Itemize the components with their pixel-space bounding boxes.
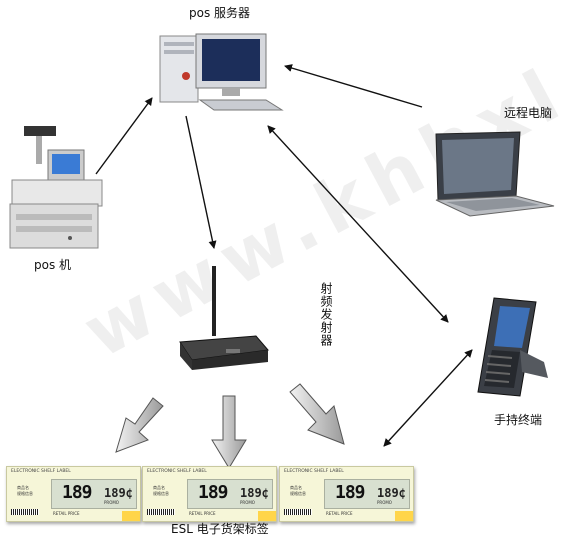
esl-product-text: 商品名规格信息	[17, 485, 33, 496]
esl-price: 189	[335, 482, 365, 503]
broadcast-arrow-left	[115, 397, 164, 453]
esl-price-alt: 189¢	[104, 486, 133, 500]
broadcast-arrow-middle	[211, 395, 247, 469]
barcode-icon	[284, 509, 312, 515]
barcode-icon	[147, 509, 175, 515]
esl-strip	[122, 511, 140, 521]
esl-promo: PROMO	[104, 500, 119, 505]
broadcast-arrow-right	[289, 383, 345, 445]
esl-promo: PROMO	[240, 500, 255, 505]
esl-tag: ELECTRONIC SHELF LABEL 商品名规格信息 189 189¢ …	[279, 466, 414, 522]
rf-transmitter-icon	[179, 266, 269, 370]
arrow-server-handheld	[267, 125, 449, 323]
arrow-handheld-esl	[383, 349, 473, 447]
esl-header: ELECTRONIC SHELF LABEL	[284, 469, 344, 474]
label-handheld: 手持终端	[494, 413, 543, 427]
esl-tag: ELECTRONIC SHELF LABEL 商品名规格信息 189 189¢ …	[6, 466, 141, 522]
esl-tag: ELECTRONIC SHELF LABEL 商品名规格信息 189 189¢ …	[142, 466, 277, 522]
arrow-pos-to-server	[95, 97, 153, 175]
esl-header: ELECTRONIC SHELF LABEL	[11, 469, 71, 474]
esl-strip	[258, 511, 276, 521]
esl-price-alt: 189¢	[377, 486, 406, 500]
esl-lcd: 189 189¢ PROMO	[324, 479, 410, 509]
handheld-icon	[477, 297, 548, 397]
esl-header: ELECTRONIC SHELF LABEL	[147, 469, 207, 474]
arrow-server-to-transmitter	[185, 115, 217, 249]
esl-promo: PROMO	[377, 500, 392, 505]
esl-lcd: 189 189¢ PROMO	[51, 479, 137, 509]
esl-strip	[395, 511, 413, 521]
arrow-remote-to-server	[284, 64, 423, 108]
label-esl: ESL 电子货架标签	[171, 522, 269, 536]
esl-product-text: 商品名规格信息	[153, 485, 169, 496]
label-rf-transmitter: 射频发射器	[319, 282, 333, 347]
esl-lcd: 189 189¢ PROMO	[187, 479, 273, 509]
esl-price-alt: 189¢	[240, 486, 269, 500]
label-pos-machine: pos 机	[34, 258, 72, 272]
label-pos-server: pos 服务器	[189, 6, 251, 20]
esl-retail: RETAIL PRICE	[326, 511, 353, 516]
remote-pc-icon	[435, 131, 555, 217]
pos-machine-icon	[9, 126, 103, 249]
esl-retail: RETAIL PRICE	[189, 511, 216, 516]
barcode-icon	[11, 509, 39, 515]
esl-retail: RETAIL PRICE	[53, 511, 80, 516]
label-remote-pc: 远程电脑	[504, 106, 553, 120]
esl-price: 189	[62, 482, 92, 503]
pos-server-icon	[159, 33, 284, 111]
esl-price: 189	[198, 482, 228, 503]
esl-product-text: 商品名规格信息	[290, 485, 306, 496]
